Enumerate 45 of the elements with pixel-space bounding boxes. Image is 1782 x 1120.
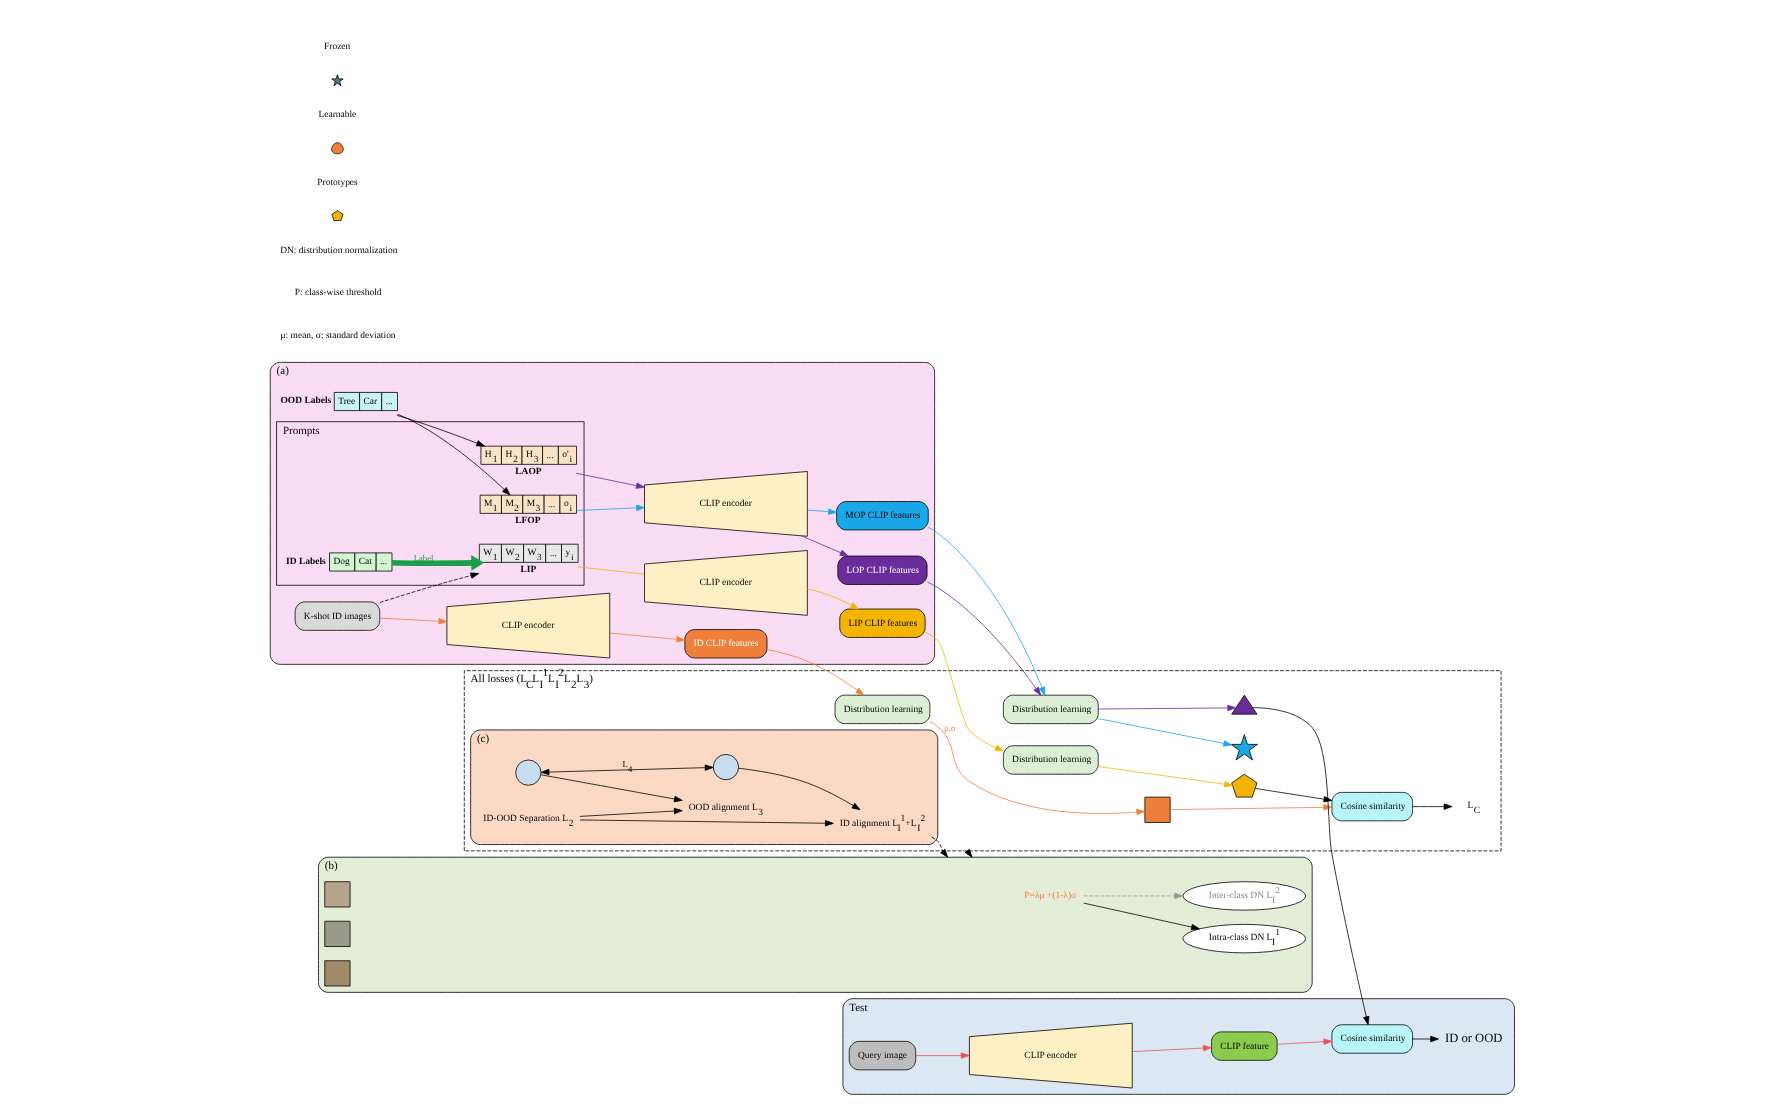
node-ellipse <box>515 759 542 786</box>
node-ellipse <box>712 754 739 781</box>
arrow <box>1276 1038 1333 1045</box>
node-star <box>1230 734 1258 761</box>
arrow <box>1083 892 1183 900</box>
arrow <box>1252 707 1370 1026</box>
connector <box>577 566 645 575</box>
arrow <box>806 508 837 515</box>
arrow <box>397 413 511 496</box>
arrow <box>540 774 683 803</box>
arrow <box>927 526 1046 696</box>
arrow <box>924 631 1004 752</box>
arrow <box>1170 804 1333 811</box>
arrow <box>915 1052 970 1059</box>
arrow <box>1097 718 1233 747</box>
arrow <box>738 767 861 811</box>
arrow <box>931 836 949 858</box>
arrow <box>1254 788 1333 803</box>
arrow <box>575 472 645 489</box>
arrow <box>392 555 485 571</box>
arrow <box>576 504 645 511</box>
node-box <box>324 960 351 987</box>
arrow <box>1083 902 1200 931</box>
node-box <box>1144 796 1171 823</box>
arrow <box>379 572 480 603</box>
arrow <box>929 721 1146 816</box>
arrow <box>1097 704 1237 712</box>
arrow <box>1097 766 1233 788</box>
node-box <box>324 881 351 908</box>
arrow <box>807 588 859 610</box>
node-triangle <box>1231 694 1258 715</box>
arrow <box>1412 1035 1439 1043</box>
arrow <box>800 535 849 557</box>
arrow <box>766 649 865 696</box>
arrow <box>1132 1044 1212 1052</box>
arrow <box>579 819 834 827</box>
arrow <box>540 764 714 776</box>
arrow <box>379 617 448 625</box>
arrow <box>609 632 686 643</box>
arrow <box>579 807 683 817</box>
arrow <box>926 581 1042 696</box>
node-pentagon <box>1231 773 1258 798</box>
arrow <box>396 414 485 447</box>
node-box <box>324 920 351 947</box>
arrow <box>1412 803 1453 810</box>
